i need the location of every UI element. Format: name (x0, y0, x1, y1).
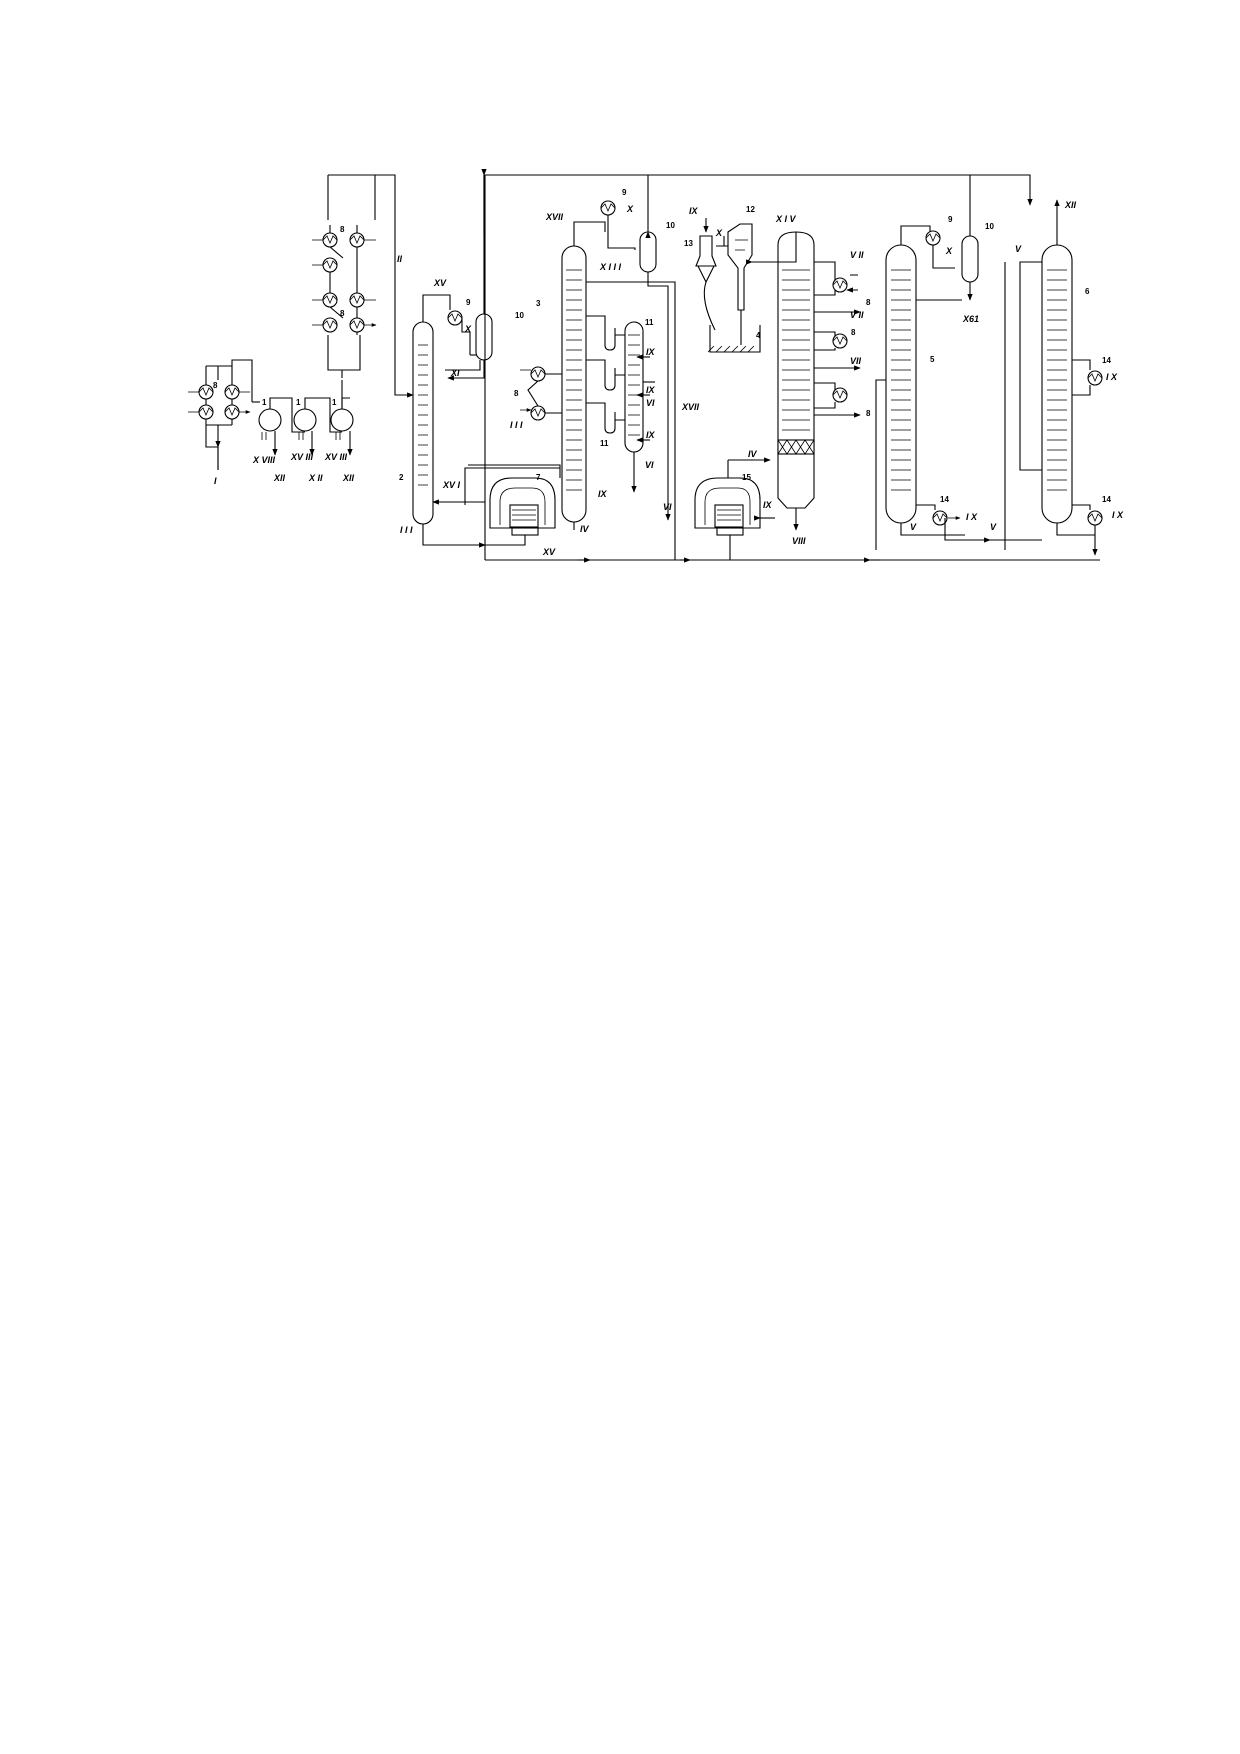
number-12: 12 (746, 205, 755, 214)
number-13: 13 (684, 239, 693, 248)
heat-exchanger-bank-upper (312, 174, 414, 398)
label-stream-IX-8: I X (1106, 372, 1118, 382)
label-stream-XVIII-2: XV III (290, 452, 314, 462)
label-stream-VII-2: V II (850, 310, 864, 320)
number-2: 2 (399, 473, 404, 482)
label-stream-XII-4: XII (1064, 200, 1077, 210)
stream-labels: I II I I I I I I IV IV V V V VI VI VI V … (214, 200, 1124, 557)
number-1c: 1 (332, 398, 337, 407)
label-stream-I: I (214, 476, 217, 486)
label-stream-VII-1: V II (850, 250, 864, 260)
label-stream-XIV: X I V (775, 214, 797, 224)
label-stream-V-b: V (990, 522, 997, 532)
label-stream-XVII-2: XVII (681, 402, 700, 412)
number-14b: 14 (1102, 356, 1111, 365)
label-stream-IX-3: IX (646, 385, 656, 395)
number-11a: 11 (645, 318, 654, 327)
number-14a: 14 (940, 495, 949, 504)
number-1b: 1 (296, 398, 301, 407)
label-stream-XVI: XV I (442, 480, 461, 490)
ejector-system (695, 218, 775, 353)
number-1a: 1 (262, 398, 267, 407)
label-stream-XV-1: XV (433, 278, 447, 288)
furnace-7 (468, 464, 561, 546)
label-stream-V: V (910, 522, 917, 532)
label-stream-X-3: X (715, 228, 723, 238)
number-8b: 8 (340, 225, 345, 234)
label-stream-X-4: X (945, 246, 953, 256)
label-stream-IX-2: IX (646, 347, 656, 357)
number-8f: 8 (866, 409, 871, 418)
number-6: 6 (1085, 287, 1090, 296)
desalter-1b (293, 408, 317, 432)
label-stream-XIII: X I I I (599, 262, 622, 272)
number-15: 15 (742, 473, 751, 482)
label-stream-III-b: I I I (510, 420, 523, 430)
label-stream-IX-1: IX (689, 206, 699, 216)
number-8d: 8 (514, 389, 519, 398)
number-8e: 8 (866, 298, 871, 307)
column-3 (464, 175, 676, 560)
number-7: 7 (536, 473, 541, 482)
number-5: 5 (930, 355, 935, 364)
number-9a: 9 (466, 298, 471, 307)
label-stream-IX-5: IX (598, 489, 608, 499)
column-2 (412, 294, 493, 548)
number-10a: 10 (515, 311, 524, 320)
label-stream-XII-1: XII (273, 473, 286, 483)
number-8a: 8 (213, 381, 218, 390)
label-stream-VI-b: VI (663, 502, 672, 512)
number-9b: 9 (622, 188, 627, 197)
number-9c: 9 (948, 215, 953, 224)
label-stream-IV-b: IV (748, 449, 758, 459)
label-stream-IX-4: IX (646, 430, 656, 440)
label-stream-X-2: X (464, 324, 472, 334)
label-stream-XVIII-3: XV III (324, 452, 348, 462)
label-stream-V-c: V (1015, 244, 1022, 254)
label-stream-IX-6: IX (763, 500, 773, 510)
heat-exchanger-bank-left (188, 359, 252, 470)
label-stream-XII-2: X II (308, 473, 323, 483)
label-stream-VI: VI (645, 460, 654, 470)
separator-10c (961, 235, 979, 283)
label-stream-IX-9: I X (1112, 510, 1124, 520)
number-11b: 11 (600, 439, 609, 448)
label-stream-VI-c: VI (646, 398, 655, 408)
number-3: 3 (536, 299, 541, 308)
label-stream-XVIII-1: X VIII (252, 455, 276, 465)
number-10b: 10 (666, 221, 675, 230)
number-8g: 8 (851, 328, 856, 337)
side-strippers-11 (586, 315, 655, 493)
label-stream-VII-3: VII (850, 356, 862, 366)
number-10c: 10 (985, 222, 994, 231)
label-stream-III: I I I (400, 525, 413, 535)
separator-10b (639, 231, 657, 273)
label-stream-XI: XI (450, 368, 460, 378)
desalter-1c (330, 408, 354, 432)
label-stream-IX-7: I X (966, 512, 978, 522)
desalter-group (252, 380, 354, 456)
label-stream-IV: IV (580, 524, 590, 534)
number-14c: 14 (1102, 495, 1111, 504)
furnace-15 (694, 457, 775, 560)
label-stream-XVI-b: X61 (962, 314, 979, 324)
pumparound-exchangers-8 (520, 366, 562, 421)
label-stream-II: II (397, 254, 403, 264)
label-stream-XV-2: XV (542, 547, 556, 557)
number-4: 4 (756, 331, 761, 340)
label-stream-XVII-1: XVII (545, 212, 564, 222)
column-6 (990, 199, 1103, 556)
label-stream-VIII: VIII (792, 536, 806, 546)
label-stream-X-1: X (626, 204, 634, 214)
column-5 (875, 175, 991, 550)
column-4 (752, 231, 861, 531)
desalter-1a (258, 408, 282, 432)
label-stream-XII-3: XII (342, 473, 355, 483)
equipment-numbers: 1 1 1 2 3 4 5 6 7 8 8 8 8 8 8 8 9 9 9 10… (213, 188, 1111, 504)
separator-10a (475, 313, 493, 361)
number-8c: 8 (340, 309, 345, 318)
